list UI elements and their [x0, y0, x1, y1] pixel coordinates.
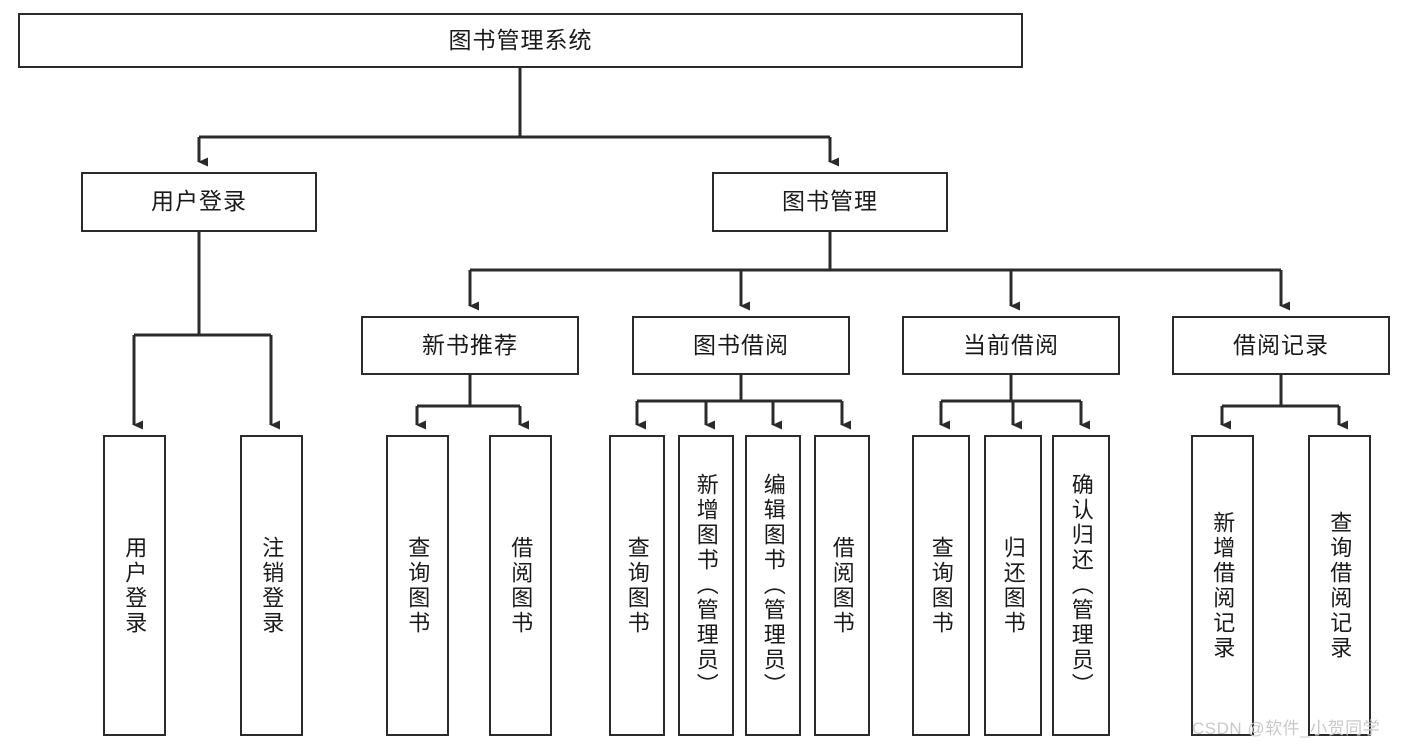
node-current-borrow-label: 当前借阅 [963, 331, 1059, 358]
node-leaf-borrow-edit-book-label: 编辑图书（管理员） [760, 473, 786, 698]
node-leaf-cur-return-book[interactable]: 归还图书 [984, 435, 1042, 736]
node-new-book-rec-label: 新书推荐 [422, 331, 518, 358]
node-leaf-user-logout-label: 注销登录 [259, 535, 285, 636]
node-borrow-record-label: 借阅记录 [1233, 331, 1329, 358]
node-leaf-borrow-query-book[interactable]: 查询图书 [609, 435, 665, 736]
node-root-label: 图书管理系统 [448, 26, 593, 53]
node-root[interactable]: 图书管理系统 [18, 13, 1023, 68]
node-leaf-rec-add-record[interactable]: 新增借阅记录 [1191, 435, 1254, 736]
node-leaf-cur-confirm-return-label: 确认归还（管理员） [1068, 473, 1094, 698]
node-leaf-rec-borrow-book[interactable]: 借阅图书 [489, 435, 552, 736]
node-borrow-record[interactable]: 借阅记录 [1172, 316, 1390, 375]
node-leaf-borrow-add-book-label: 新增图书（管理员） [693, 473, 719, 698]
node-leaf-rec-query-record-label: 查询借阅记录 [1327, 510, 1353, 661]
node-leaf-cur-query-book-label: 查询图书 [928, 535, 954, 636]
node-leaf-user-login[interactable]: 用户登录 [103, 435, 166, 736]
node-user-login[interactable]: 用户登录 [81, 172, 317, 232]
node-leaf-cur-query-book[interactable]: 查询图书 [912, 435, 970, 736]
node-leaf-rec-query-book[interactable]: 查询图书 [386, 435, 449, 736]
node-leaf-borrow-query-book-label: 查询图书 [624, 535, 650, 636]
node-leaf-borrow-lend-book-label: 借阅图书 [829, 535, 855, 636]
node-leaf-rec-add-record-label: 新增借阅记录 [1210, 510, 1236, 661]
node-book-borrow[interactable]: 图书借阅 [632, 316, 850, 375]
node-leaf-rec-query-book-label: 查询图书 [405, 535, 431, 636]
node-leaf-rec-query-record[interactable]: 查询借阅记录 [1308, 435, 1371, 736]
node-new-book-rec[interactable]: 新书推荐 [361, 316, 579, 375]
csdn-watermark: CSDN @软件_小贺同学 [1192, 719, 1381, 738]
node-book-manage-label: 图书管理 [782, 188, 878, 215]
node-leaf-user-logout[interactable]: 注销登录 [240, 435, 303, 736]
node-leaf-borrow-add-book[interactable]: 新增图书（管理员） [678, 435, 734, 736]
node-leaf-cur-return-book-label: 归还图书 [1000, 535, 1026, 636]
node-leaf-borrow-edit-book[interactable]: 编辑图书（管理员） [745, 435, 801, 736]
node-book-borrow-label: 图书借阅 [693, 331, 789, 358]
node-leaf-rec-borrow-book-label: 借阅图书 [508, 535, 534, 636]
node-book-manage[interactable]: 图书管理 [712, 172, 948, 232]
node-leaf-cur-confirm-return[interactable]: 确认归还（管理员） [1052, 435, 1110, 736]
node-user-login-label: 用户登录 [151, 188, 247, 215]
node-leaf-user-login-label: 用户登录 [122, 535, 148, 636]
node-current-borrow[interactable]: 当前借阅 [902, 316, 1120, 375]
node-leaf-borrow-lend-book[interactable]: 借阅图书 [814, 435, 870, 736]
